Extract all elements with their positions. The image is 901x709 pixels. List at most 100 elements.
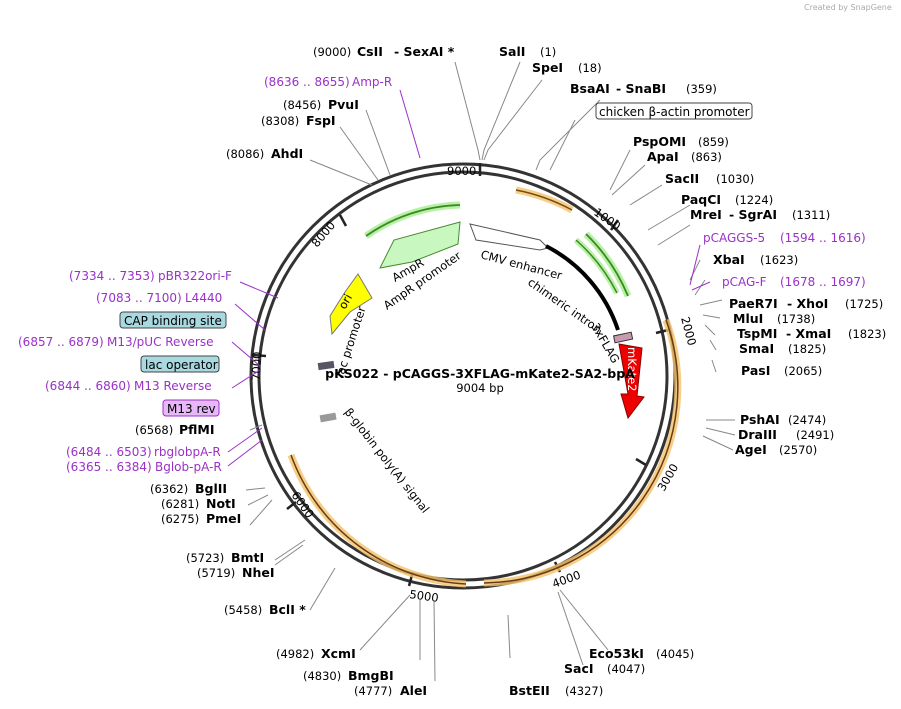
site-pos-18: (18) bbox=[578, 61, 602, 75]
site-pos-1823: (1823) bbox=[848, 327, 886, 341]
site-pos-1825: (1825) bbox=[788, 342, 826, 356]
site-pmei: PmeI bbox=[206, 511, 241, 526]
tick-1000: 1000 bbox=[591, 205, 623, 233]
site-mlui: MluI bbox=[733, 311, 763, 326]
site-bsteii: BstEII bbox=[509, 683, 550, 698]
site-bmti: BmtI bbox=[231, 550, 264, 565]
site-xbai: XbaI bbox=[713, 252, 745, 267]
box-lac: lac operator bbox=[145, 358, 218, 372]
site-bglii: BglII bbox=[195, 481, 227, 496]
primer-m13puc: M13/pUC Reverse bbox=[107, 335, 214, 349]
site-nhei: NheI bbox=[242, 565, 275, 580]
restriction-sites: (9000) CsII - SexAI * SalI (1) SpeI (18)… bbox=[135, 44, 886, 698]
site-tspmi: TspMI bbox=[737, 326, 777, 341]
site-pos-2570: (2570) bbox=[779, 443, 817, 457]
primer-m13rev: M13 Reverse bbox=[134, 379, 212, 393]
site-alei: AleI bbox=[400, 683, 427, 698]
label-cmv: CMV enhancer bbox=[479, 247, 564, 282]
site-pos-2491: (2491) bbox=[796, 428, 834, 442]
primer-range-pbr322: (7334 .. 7353) bbox=[69, 269, 155, 283]
site-xcmi: XcmI bbox=[321, 646, 356, 661]
site-pos-4047: (4047) bbox=[607, 662, 645, 676]
site-agei: AgeI bbox=[735, 442, 767, 457]
primer-leader-lines bbox=[227, 89, 711, 467]
box-cap: CAP binding site bbox=[124, 314, 222, 328]
site-pos-1725: (1725) bbox=[845, 297, 883, 311]
primer-range-l4440: (7083 .. 7100) bbox=[96, 291, 182, 305]
site-mrei-extra: - SgrAI bbox=[729, 207, 777, 222]
site-pos-6275: (6275) bbox=[161, 512, 199, 526]
site-pos-859: (859) bbox=[698, 135, 729, 149]
site-pos-1030: (1030) bbox=[716, 172, 754, 186]
site-eco53ki: Eco53kI bbox=[589, 646, 644, 661]
site-smai: SmaI bbox=[739, 341, 774, 356]
site-bcli: BclI * bbox=[269, 602, 306, 617]
site-pos-6568: (6568) bbox=[135, 423, 173, 437]
primer-range-bglob: (6365 .. 6384) bbox=[66, 460, 152, 474]
site-draiii: DraIII bbox=[738, 427, 777, 442]
primer-range-rbglob: (6484 .. 6503) bbox=[66, 445, 152, 459]
label-globin: β-globin poly(A) signal bbox=[342, 405, 433, 516]
site-bsaai-extra: - SnaBI bbox=[616, 81, 666, 96]
site-pshai: PshAI bbox=[740, 412, 780, 427]
site-tspmi-extra: - XmaI bbox=[786, 326, 831, 341]
tick-7000: 7000 bbox=[249, 351, 264, 381]
site-pos-4982: (4982) bbox=[276, 647, 314, 661]
site-pos-8308: (8308) bbox=[261, 114, 299, 128]
site-pos-6281: (6281) bbox=[161, 497, 199, 511]
site-sacii: SacII bbox=[665, 171, 699, 186]
site-pos-5458: (5458) bbox=[224, 603, 262, 617]
primer-rbglob: rbglobpA-R bbox=[154, 445, 221, 459]
site-pos-8456: (8456) bbox=[283, 98, 321, 112]
primer-pcaggs5: pCAGGS-5 bbox=[703, 231, 765, 245]
site-pos-359: (359) bbox=[686, 82, 717, 96]
site-bmgbi: BmgBI bbox=[348, 668, 394, 683]
site-bsaai: BsaAI bbox=[570, 81, 610, 96]
label-mkate2: mKate2 bbox=[625, 347, 639, 392]
site-apai: ApaI bbox=[647, 149, 679, 164]
box-m13rev: M13 rev bbox=[167, 402, 216, 416]
primer-range-pcagf: (1678 .. 1697) bbox=[780, 275, 866, 289]
box-chicken: chicken β-actin promoter bbox=[599, 105, 750, 119]
site-pos-1623: (1623) bbox=[760, 253, 798, 267]
outer-orange-features bbox=[287, 186, 682, 588]
tick-2000: 2000 bbox=[678, 315, 699, 347]
site-csii-extra: - SexAI * bbox=[394, 44, 455, 59]
primer-range-m13puc: (6857 .. 6879) bbox=[18, 335, 104, 349]
label-ori: ori bbox=[335, 292, 355, 312]
site-pos-2065: (2065) bbox=[784, 364, 822, 378]
site-pspomi: PspOMI bbox=[633, 134, 686, 149]
primer-pcagf: pCAG-F bbox=[722, 275, 767, 289]
site-paer7i-extra: - XhoI bbox=[787, 296, 828, 311]
site-fspi: FspI bbox=[306, 113, 336, 128]
site-paqci: PaqCI bbox=[681, 192, 721, 207]
site-saci: SacI bbox=[564, 661, 594, 676]
site-paer7i: PaeR7I bbox=[729, 296, 778, 311]
primer-pbr322: pBR322ori-F bbox=[158, 269, 232, 283]
site-pos-5723: (5723) bbox=[186, 551, 224, 565]
primer-l4440: L4440 bbox=[185, 291, 222, 305]
primer-range-ampr: (8636 .. 8655) bbox=[264, 75, 350, 89]
plasmid-name: pKS022 - pCAGGS-3XFLAG-mKate2-SA2-bpA bbox=[325, 366, 635, 381]
site-pos-2474: (2474) bbox=[788, 413, 826, 427]
site-pasi: PasI bbox=[741, 363, 770, 378]
tick-9000: 9000 bbox=[447, 164, 476, 178]
site-pos-9000: (9000) bbox=[313, 45, 351, 59]
site-ahdi: AhdI bbox=[271, 146, 303, 161]
site-spei: SpeI bbox=[532, 60, 563, 75]
green-feature-arrows bbox=[363, 201, 632, 298]
site-leader-lines bbox=[245, 61, 736, 682]
site-pos-5719: (5719) bbox=[197, 566, 235, 580]
site-pos-4045: (4045) bbox=[656, 647, 694, 661]
site-pos-4777: (4777) bbox=[354, 684, 392, 698]
primer-ampr: Amp-R bbox=[352, 75, 392, 89]
site-sali: SalI bbox=[499, 44, 525, 59]
inner-feature-arrows bbox=[317, 221, 645, 423]
tick-5000: 5000 bbox=[409, 587, 440, 605]
primer-labels: (8636 .. 8655) Amp-R pCAGGS-5 (1594 .. 1… bbox=[18, 75, 866, 474]
site-mrei: MreI bbox=[690, 207, 722, 222]
site-pflmi: PflMI bbox=[179, 422, 215, 437]
plasmid-length: 9004 bp bbox=[456, 381, 504, 395]
site-csii: CsII bbox=[357, 44, 383, 59]
